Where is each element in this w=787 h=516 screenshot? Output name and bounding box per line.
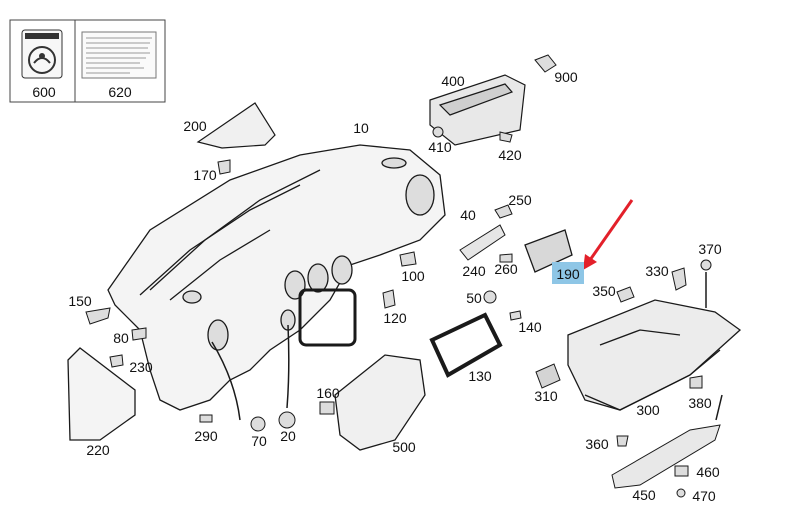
callout-label-170: 170 — [193, 167, 217, 183]
callout-label-220: 220 — [86, 442, 110, 458]
highlight-190-box — [552, 262, 584, 284]
part-200-trim — [196, 102, 276, 149]
callout-label-410: 410 — [428, 139, 452, 155]
callout-label-460: 460 — [696, 464, 720, 480]
part-130-bezel — [429, 312, 503, 378]
callout-label-240: 240 — [462, 263, 486, 279]
callout-label-230: 230 — [129, 359, 153, 375]
dashboard-body — [107, 144, 446, 411]
part-260-screw — [499, 253, 513, 263]
part-140-screw — [509, 310, 522, 321]
callout-label-70: 70 — [251, 433, 267, 449]
callout-label-250: 250 — [508, 192, 532, 208]
part-240-bracket — [459, 224, 506, 261]
callout-label-300: 300 — [636, 402, 660, 418]
callout-label-370: 370 — [698, 241, 722, 257]
part-50-screw — [483, 290, 497, 304]
part-290-screw — [199, 414, 213, 423]
part-220-side-panel — [67, 347, 136, 441]
airbag-warning-label-icon — [21, 29, 63, 79]
leader-lines — [211, 272, 723, 421]
callout-label-10: 10 — [353, 120, 369, 136]
callout-label-190: 190 — [556, 266, 580, 282]
callout-label-420: 420 — [498, 147, 522, 163]
part-170-clip — [217, 159, 231, 175]
part-420-screw — [499, 131, 513, 143]
part-330-latch — [671, 267, 687, 291]
callout-label-600: 600 — [32, 84, 56, 100]
callout-label-120: 120 — [383, 310, 407, 326]
callout-label-310: 310 — [534, 388, 558, 404]
callout-label-40: 40 — [460, 207, 476, 223]
legend-box — [9, 19, 166, 103]
part-150-bracket — [85, 307, 111, 325]
callout-label-350: 350 — [592, 283, 616, 299]
part-20-grommet — [278, 411, 296, 429]
callout-label-140: 140 — [518, 319, 542, 335]
callout-label-150: 150 — [68, 293, 92, 309]
callout-label-20: 20 — [280, 428, 296, 444]
part-230-clip — [109, 354, 124, 368]
callout-label-130: 130 — [468, 368, 492, 384]
part-80-clip — [131, 327, 147, 341]
part-350-clip — [616, 286, 635, 303]
part-500-center-panel — [334, 354, 426, 451]
callout-label-80: 80 — [113, 330, 129, 346]
part-120-clip — [382, 289, 396, 309]
callout-label-400: 400 — [441, 73, 465, 89]
part-400-instrument-cluster — [429, 74, 526, 146]
part-70-grommet — [250, 416, 266, 432]
instruction-sticker-icon — [81, 31, 157, 79]
callout-label-900: 900 — [554, 69, 578, 85]
part-310-switch — [535, 363, 561, 389]
part-450-strip — [611, 424, 721, 489]
callout-label-330: 330 — [645, 263, 669, 279]
part-470-screw — [676, 488, 686, 498]
callout-label-380: 380 — [688, 395, 712, 411]
callout-labels: 600 620 200 10 170 400 900 410 420 250 40 240 260 190… — [32, 69, 722, 504]
callout-label-290: 290 — [194, 428, 218, 444]
callout-label-470: 470 — [692, 488, 716, 504]
part-190-switch-panel — [524, 229, 573, 273]
callout-label-360: 360 — [585, 436, 609, 452]
part-460-clip — [674, 465, 689, 477]
highlight-arrow — [583, 199, 634, 270]
part-160-clip — [319, 401, 335, 415]
part-250-clip — [494, 204, 513, 219]
callout-label-50: 50 — [466, 290, 482, 306]
callout-label-100: 100 — [401, 268, 425, 284]
callout-label-500: 500 — [392, 439, 416, 455]
part-410-clip — [432, 126, 444, 138]
part-380-clip — [689, 375, 703, 389]
part-360-screw — [616, 435, 629, 447]
part-100-clip — [399, 251, 417, 267]
part-370-fastener — [700, 259, 712, 271]
callout-label-260: 260 — [494, 261, 518, 277]
callout-label-160: 160 — [316, 385, 340, 401]
callout-label-450: 450 — [632, 487, 656, 503]
part-900-cap — [534, 54, 557, 73]
callout-label-620: 620 — [108, 84, 132, 100]
callout-label-200: 200 — [183, 118, 207, 134]
part-300-glove-box — [567, 299, 742, 411]
